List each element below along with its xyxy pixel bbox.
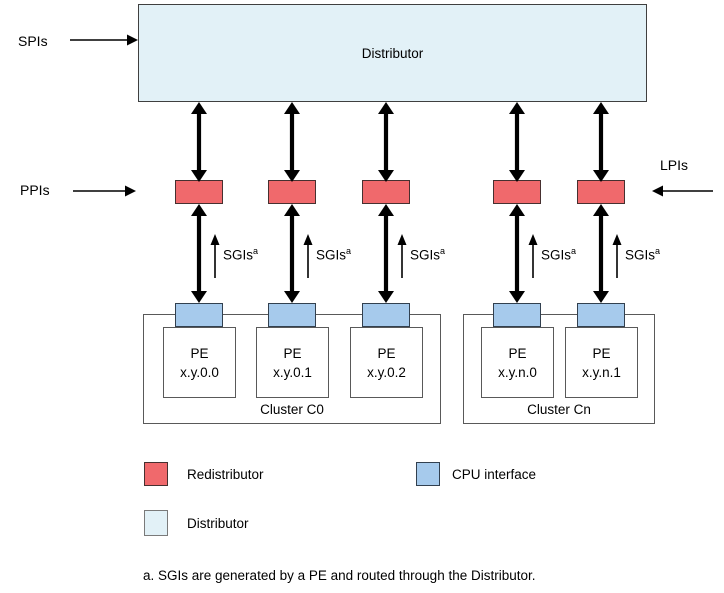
pe-box: PE x.y.n.0 [481,327,554,398]
redistributor-cpu-arrow [509,204,525,303]
pe-id: x.y.0.1 [273,364,312,380]
distributor-redistributor-arrow [191,102,207,182]
redistributor-box [362,180,410,204]
sgi-text: SGIs [316,247,347,263]
pe-box: PE x.y.0.0 [163,327,236,398]
pe-name: PE [592,345,611,361]
sgi-label: SGIsa [223,246,258,263]
redistributor-cpu-arrow [378,204,394,303]
sgi-footnote-marker: a [346,246,352,256]
pe-box: PE x.y.0.2 [350,327,423,398]
cpu-interface-box [493,303,541,327]
cpu-interface-box [577,303,625,327]
sgi-up-arrow [303,234,313,278]
sgi-up-arrow [210,234,220,278]
distributor-redistributor-arrow [284,102,300,182]
legend-cpu-interface-swatch [416,462,440,486]
redistributor-box [493,180,541,204]
ppis-label: PPIs [20,182,50,198]
redistributor-box [175,180,223,204]
cluster-cn-label: Cluster Cn [527,402,591,417]
sgi-label: SGIsa [316,246,351,263]
sgi-footnote-marker: a [655,246,661,256]
distributor-label: Distributor [361,45,424,61]
spis-label: SPIs [18,33,48,49]
legend-cpu-interface-label: CPU interface [452,467,537,482]
spi-input-arrow [70,34,138,46]
pe-name: PE [377,345,396,361]
footnote: a. SGIs are generated by a PE and routed… [143,568,536,583]
sgi-up-arrow [528,234,538,278]
sgi-up-arrow [612,234,622,278]
cpu-interface-box [362,303,410,327]
ppi-input-arrow [73,185,136,197]
sgi-text: SGIs [223,247,254,263]
sgi-text: SGIs [410,247,441,263]
sgi-text: SGIs [625,247,656,263]
pe-id: x.y.n.1 [582,364,621,380]
pe-id: x.y.0.0 [180,364,219,380]
legend-distributor-swatch [144,510,168,536]
cpu-interface-box [175,303,223,327]
sgi-label: SGIsa [410,246,445,263]
cpu-interface-box [268,303,316,327]
lpis-label: LPIs [660,157,689,173]
pe-name: PE [283,345,302,361]
distributor-redistributor-arrow [509,102,525,182]
sgi-text: SGIs [541,247,572,263]
redistributor-cpu-arrow [593,204,609,303]
sgi-label: SGIsa [625,246,660,263]
redistributor-cpu-arrow [191,204,207,303]
legend-distributor-label: Distributor [187,516,249,531]
distributor-redistributor-arrow [378,102,394,182]
redistributor-box [268,180,316,204]
pe-name: PE [190,345,209,361]
redistributor-cpu-arrow [284,204,300,303]
pe-box: PE x.y.n.1 [565,327,638,398]
legend-redistributor-swatch [144,462,168,486]
sgi-footnote-marker: a [253,246,259,256]
pe-box: PE x.y.0.1 [256,327,329,398]
redistributor-box [577,180,625,204]
pe-name: PE [508,345,527,361]
sgi-footnote-marker: a [440,246,446,256]
cluster-c0-label: Cluster C0 [260,402,324,417]
pe-id: x.y.0.2 [367,364,406,380]
sgi-footnote-marker: a [571,246,577,256]
lpi-input-arrow [652,185,713,197]
distributor-redistributor-arrow [593,102,609,182]
sgi-up-arrow [397,234,407,278]
pe-id: x.y.n.0 [498,364,537,380]
legend-redistributor-label: Redistributor [187,467,264,482]
distributor-box: Distributor [138,4,647,102]
sgi-label: SGIsa [541,246,576,263]
